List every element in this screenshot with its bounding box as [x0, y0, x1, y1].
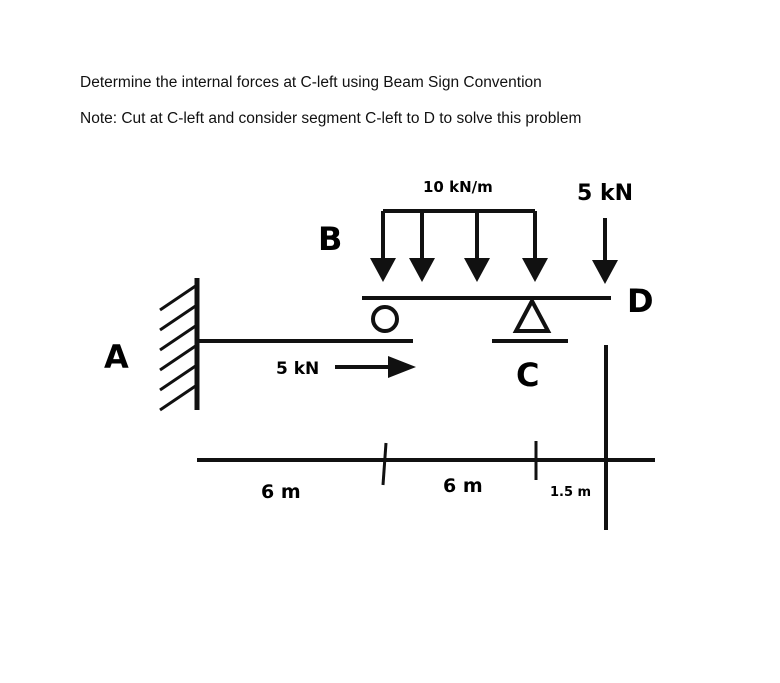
- label-d: D: [627, 282, 654, 320]
- horizontal-load-arrow: [335, 356, 416, 378]
- horizontal-load-label: 5 kN: [276, 359, 319, 379]
- problem-note: Note: Cut at C-left and consider segment…: [80, 110, 582, 127]
- fixed-support-a: [159, 278, 200, 412]
- label-b: B: [318, 220, 342, 258]
- label-a: A: [104, 338, 129, 376]
- dimension-line: [197, 345, 655, 530]
- roller-b: [371, 305, 399, 333]
- label-c: C: [516, 356, 539, 394]
- dimension-bc-label: 6 m: [443, 475, 483, 497]
- problem-statement: Determine the internal forces at C-left …: [80, 74, 542, 91]
- distributed-load: [370, 209, 548, 282]
- point-load-d-arrow: [592, 218, 618, 284]
- pin-support-c: [492, 296, 568, 343]
- dimension-ab-label: 6 m: [261, 481, 301, 503]
- dimension-cd-label: 1.5 m: [550, 485, 591, 500]
- distributed-load-label: 10 kN/m: [423, 178, 493, 196]
- point-load-d-label: 5 kN: [577, 181, 633, 206]
